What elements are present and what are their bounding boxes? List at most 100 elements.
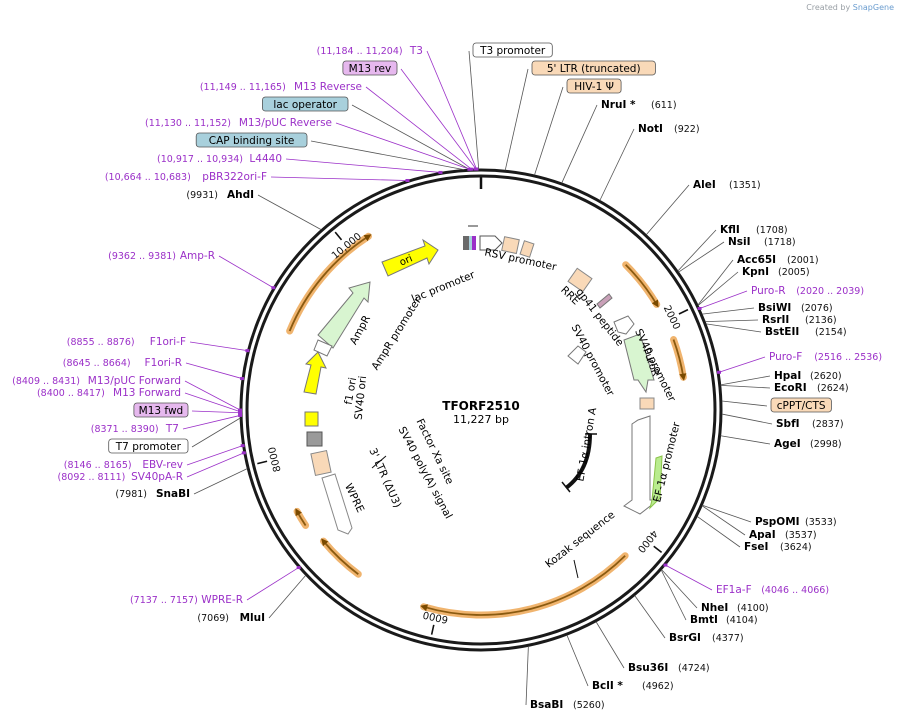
tick-mark [334, 231, 343, 241]
label-leader [697, 259, 734, 306]
tick-mark [430, 624, 435, 635]
label-position: (7069) [197, 613, 229, 624]
label-position: (922) [674, 124, 700, 135]
credit-brand: SnapGene [852, 3, 894, 12]
orf-direction-arc [321, 538, 359, 575]
label-position: (8400 .. 8417) [37, 388, 105, 399]
label-leader [468, 50, 480, 170]
map-label: T3 promoter [472, 42, 553, 58]
puror-arrow [623, 333, 655, 394]
label-leader [270, 176, 408, 181]
ltr3-label: 3' LTR (ΔU3) [366, 446, 403, 509]
ampr-promoter-label: AmpR promoter [369, 295, 424, 373]
label-leader [696, 516, 741, 548]
f1-ori-label: f1 ori [343, 377, 360, 406]
label-leader [310, 140, 464, 171]
label-name: BsaBI [530, 699, 563, 711]
rsv-promoter-arrow [479, 235, 503, 251]
primer-mark [241, 451, 246, 455]
primer-mark [238, 408, 242, 412]
label-name: NotI [638, 123, 663, 135]
feature-box [472, 42, 553, 58]
label-name: Bsu36I [628, 662, 668, 674]
label-position: (2020 .. 2039) [796, 286, 864, 297]
feature-box-text: T3 promoter [479, 45, 546, 57]
feature-box [770, 397, 832, 413]
label-leader [701, 505, 746, 536]
map-label: T7(8371 .. 8390) [91, 423, 179, 435]
label-name: BmtI [690, 614, 718, 626]
label-name: KflI [720, 224, 740, 236]
ef1a-green-inner [649, 455, 663, 510]
label-position: (2998) [810, 439, 842, 450]
label-name: T3 [409, 45, 423, 57]
label-leader [595, 621, 625, 669]
inner-features: ori [303, 225, 663, 579]
label-position: (611) [651, 100, 677, 111]
label-name: AgeI [774, 438, 801, 450]
label-leader [184, 380, 241, 411]
label-name: F1ori-F [150, 336, 186, 348]
feature-box [195, 132, 308, 148]
label-leader [566, 635, 589, 687]
primer-mark [717, 370, 722, 374]
map-label: BclI *(4962) [592, 680, 674, 692]
map-label: MluI(7069) [197, 612, 265, 624]
label-leader [189, 341, 248, 352]
label-position: (2837) [812, 419, 844, 430]
label-name: SnaBI [156, 488, 190, 500]
kozak-leader [573, 559, 579, 579]
tick-label: 4000 [635, 528, 659, 555]
ampr-arrow [317, 281, 371, 349]
map-label: Bsu36I (4724) [628, 662, 710, 674]
map-label: KpnI(2005) [742, 266, 810, 278]
orf-direction-arc [420, 555, 626, 616]
label-leader [218, 255, 274, 289]
label-name: EF1a-F [716, 584, 752, 596]
orf-highlights [286, 232, 687, 619]
sv40-ori-label: SV40 ori [353, 375, 370, 420]
map-label: M13/pUC Forward(8409 .. 8431) [12, 375, 181, 387]
label-leader [426, 50, 477, 170]
map-label: BmtI(4104) [690, 614, 758, 626]
ef1a-intron-arc [564, 433, 592, 490]
map-label: NheI(4100) [701, 602, 769, 614]
label-leader [182, 415, 241, 430]
label-name: BstEII [765, 326, 799, 338]
label-leader [646, 184, 690, 235]
map-label: Amp-R(9362 .. 9381) [108, 250, 215, 262]
feature-box [566, 78, 622, 94]
label-leader [257, 194, 322, 231]
factor-xa-leader [371, 455, 387, 469]
ef1a-intron-label: EF-1α intron A [574, 406, 599, 483]
label-position: (11,149 .. 11,165) [200, 82, 286, 93]
label-leader [268, 575, 306, 619]
cppt-box [639, 397, 655, 410]
label-position: (4724) [678, 663, 710, 674]
label-position: (2154) [815, 327, 847, 338]
map-label: T7 promoter [108, 438, 189, 454]
label-position: (8855 .. 8876) [67, 337, 135, 348]
label-position: (2076) [801, 303, 833, 314]
primer-mark [469, 167, 474, 171]
label-name: M13 Forward [113, 387, 181, 399]
label-position: (2001) [787, 255, 819, 266]
feature-box-text: T7 promoter [115, 441, 182, 453]
label-position: (3624) [780, 542, 812, 553]
label-name: pBR322ori-F [202, 171, 267, 183]
orf-direction-arc [672, 339, 687, 381]
primer-mark [238, 411, 243, 415]
label-name: AhdI [227, 189, 254, 201]
ltr3-box [310, 449, 332, 477]
label-position: (8146 .. 8165) [64, 460, 132, 471]
label-leader [186, 445, 243, 466]
map-label: lac operator [261, 96, 349, 112]
label-position: (1351) [729, 180, 761, 191]
label-leader [660, 569, 687, 621]
primer-mark [296, 566, 301, 570]
plasmid-name: TFORF2510 [442, 399, 519, 413]
label-name: M13/pUC Forward [88, 375, 181, 387]
label-position: (2136) [805, 315, 837, 326]
label-position: (10,664 .. 10,683) [105, 172, 191, 183]
map-label: EF1a-F(4046 .. 4066) [716, 584, 829, 596]
